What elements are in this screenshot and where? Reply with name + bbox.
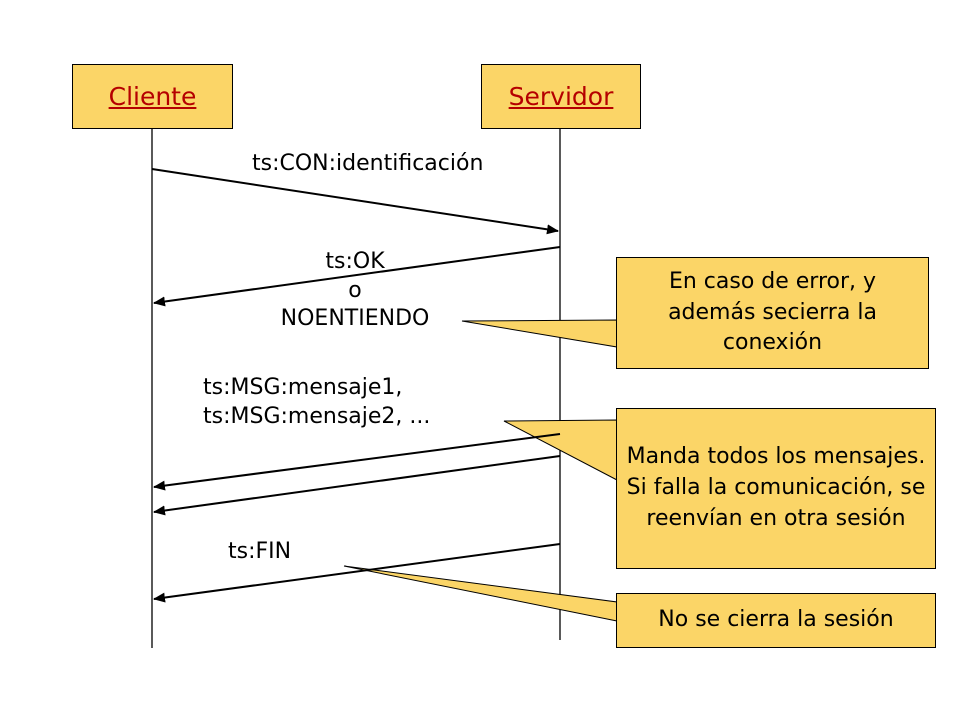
msg-message-label: ts:MSG:mensaje1, ts:MSG:mensaje2, ... — [203, 374, 430, 431]
con-message-label: ts:CON:identificación — [252, 151, 484, 176]
session-note-text: No se cierra la sesión — [658, 607, 894, 633]
client-actor-box: Cliente — [72, 64, 233, 129]
or-line: o — [348, 277, 362, 303]
error-note-text: En caso de error, y además secierra la c… — [668, 268, 877, 356]
session-note: No se cierra la sesión — [616, 593, 936, 648]
msg2-arrow — [153, 455, 561, 516]
error-note-pointer — [461, 319, 618, 348]
messages-note-text: Manda todos los mensajes. Si falla la co… — [626, 444, 926, 531]
ok-line: ts:OK — [325, 249, 385, 274]
server-actor-box: Servidor — [481, 64, 641, 129]
error-note: En caso de error, y además secierra la c… — [616, 257, 929, 369]
msg2-line: ts:MSG:mensaje2, ... — [203, 403, 431, 429]
msg1-arrow — [153, 433, 561, 491]
noentiendo-line: NOENTIENDO — [280, 306, 430, 332]
session-note-pointer — [343, 565, 618, 622]
server-actor-label: Servidor — [508, 82, 614, 111]
ok-arrow — [153, 246, 561, 307]
con-arrow — [151, 168, 559, 235]
messages-note: Manda todos los mensajes. Si falla la co… — [616, 408, 936, 569]
msg1-line: ts:MSG:mensaje1, — [203, 375, 403, 400]
fin-message-label: ts:FIN — [228, 539, 292, 564]
fin-arrow — [153, 543, 561, 603]
client-actor-label: Cliente — [108, 82, 197, 111]
ok-message-label: ts:OK o NOENTIENDO — [250, 248, 460, 334]
